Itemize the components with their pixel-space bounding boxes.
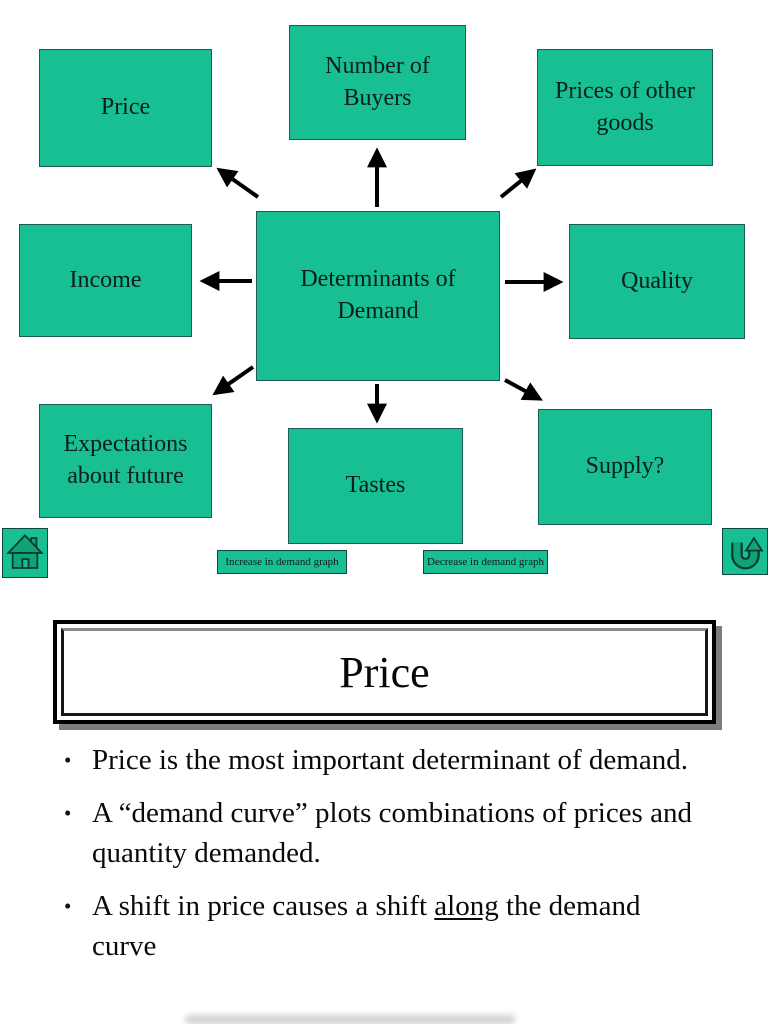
node-tastes-label: Tastes — [345, 472, 406, 499]
bullet-list: • Price is the most important determinan… — [64, 740, 724, 979]
node-supply: Supply? — [538, 409, 712, 525]
arrow-to-price — [216, 167, 260, 199]
return-button[interactable] — [722, 528, 768, 575]
bullet-text-underlined: along — [434, 890, 499, 922]
node-expectations-label: Expectations about future — [63, 431, 188, 489]
bullet-text: A shift in price causes a shift along th… — [92, 886, 692, 966]
bullet-text-before: Price is the most important determinant … — [92, 744, 688, 776]
node-prices-of-other-goods: Prices of other goods — [537, 49, 713, 166]
node-quality-label: Quality — [621, 267, 693, 294]
node-prices-of-other-goods-label: Prices of other goods — [555, 77, 695, 136]
node-quality: Quality — [569, 224, 745, 339]
node-determinants-of-demand: Determinants of Demand — [256, 211, 500, 381]
node-price: Price — [39, 49, 212, 167]
arrow-to-prices-of-other-goods — [499, 168, 537, 199]
bullet-item: • A “demand curve” plots combinations of… — [64, 793, 724, 873]
node-income: Income — [19, 224, 192, 337]
slide-title-box: Price — [53, 620, 716, 724]
node-price-label: Price — [100, 94, 151, 121]
bullet-item: • A shift in price causes a shift along … — [64, 886, 724, 966]
node-number-of-buyers: Number of Buyers — [289, 25, 466, 140]
bullet-dot: • — [64, 894, 72, 918]
bullet-dot: • — [64, 801, 72, 825]
u-turn-return-icon — [731, 535, 764, 569]
bullet-text-after: the demand curve — [92, 890, 641, 962]
bullet-item: • Price is the most important determinan… — [64, 740, 724, 780]
bullet-dot: • — [64, 748, 72, 772]
arrow-to-expectations — [212, 365, 255, 396]
increase-demand-graph-label: Increase in demand graph — [225, 556, 339, 568]
node-number-of-buyers-label: Number of Buyers — [325, 52, 430, 111]
bullet-text-before: A shift in price causes a shift — [92, 890, 435, 922]
arrow-to-supply — [504, 378, 543, 401]
node-income-label: Income — [69, 266, 142, 293]
clipped-next-line-preview — [185, 1015, 515, 1024]
home-button[interactable] — [2, 528, 48, 578]
bullet-text: A “demand curve” plots combinations of p… — [92, 793, 692, 873]
price-text-slide: Price • Price is the most important dete… — [0, 590, 768, 1024]
increase-demand-graph-button[interactable]: Increase in demand graph — [217, 550, 347, 574]
bullet-text: Price is the most important determinant … — [92, 740, 688, 780]
bullet-text-before: A “demand curve” plots combinations of p… — [92, 797, 692, 869]
node-expectations: Expectations about future — [39, 404, 212, 518]
node-determinants-label: Determinants of Demand — [300, 266, 456, 324]
home-icon — [6, 534, 44, 569]
slide-title: Price — [61, 628, 708, 716]
node-tastes: Tastes — [288, 428, 463, 544]
determinants-diagram-slide: Price Number of Buyers Prices of other g… — [2, 25, 768, 578]
decrease-demand-graph-label: Decrease in demand graph — [427, 556, 544, 568]
node-supply-label: Supply? — [585, 453, 665, 480]
decrease-demand-graph-button[interactable]: Decrease in demand graph — [423, 550, 548, 574]
